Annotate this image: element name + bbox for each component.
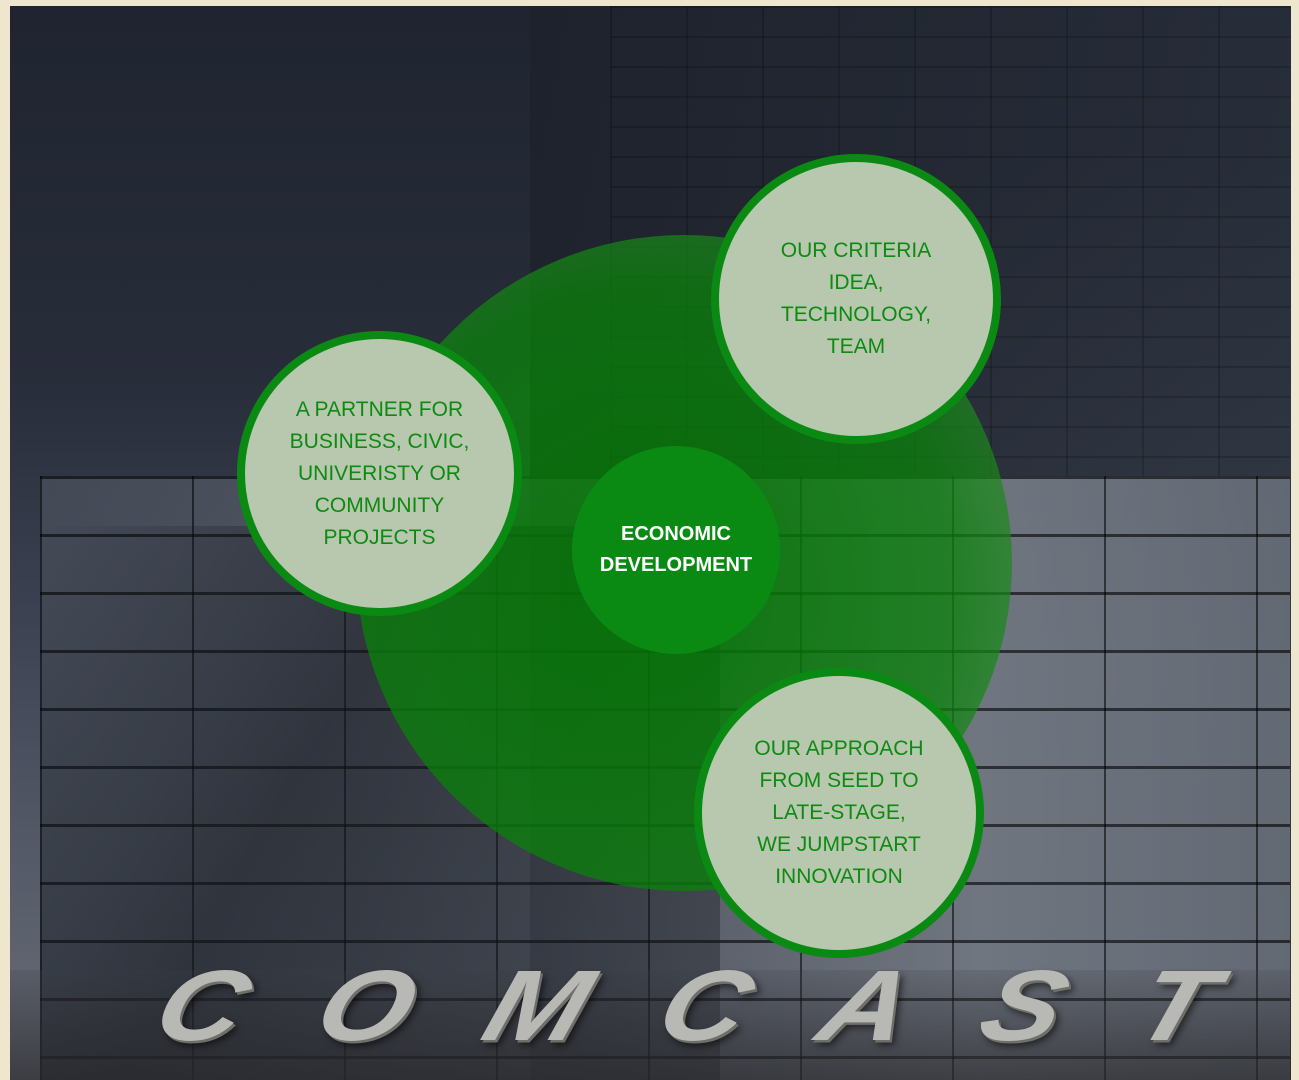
sign-letter: C	[141, 949, 272, 1063]
bubble-line: LATE-STAGE,	[772, 801, 906, 824]
sign-letter: C	[644, 949, 775, 1063]
criteria-bubble: OUR CRITERIA IDEA, TECHNOLOGY, TEAM	[711, 154, 1001, 444]
sign-base	[10, 970, 1291, 1080]
bubble-line: A PARTNER FOR	[295, 397, 464, 421]
bubble-line: INNOVATION	[775, 865, 903, 888]
bubble-line: BUSINESS, CIVIC,	[289, 429, 470, 453]
bubble-line: OUR CRITERIA	[780, 239, 932, 262]
bubble-line: UNIVERISTY OR	[298, 461, 461, 485]
center-node: ECONOMIC DEVELOPMENT	[572, 446, 780, 654]
bubble-line: FROM SEED TO	[759, 769, 919, 792]
partner-bubble: A PARTNER FOR BUSINESS, CIVIC, UNIVERIST…	[237, 331, 522, 616]
approach-bubble: OUR APPROACH FROM SEED TO LATE-STAGE, WE…	[694, 668, 984, 958]
sign-letter: O	[302, 949, 440, 1063]
bubble-line: TEAM	[826, 335, 886, 358]
bubble-line: COMMUNITY	[314, 493, 445, 517]
bubble-line: PROJECTS	[323, 525, 436, 549]
bubble-line: IDEA,	[828, 271, 884, 294]
bubble-line: TECHNOLOGY,	[780, 303, 932, 326]
sign-letter: A	[805, 949, 936, 1063]
sign-letter: S	[967, 949, 1091, 1063]
comcast-sign: C O M C A S T	[142, 950, 1238, 1074]
sign-letter: M	[470, 949, 614, 1063]
center-label-line: ECONOMIC	[621, 523, 731, 545]
center-label-line: DEVELOPMENT	[599, 554, 753, 576]
bubble-line: OUR APPROACH	[754, 737, 924, 760]
bubble-line: WE JUMPSTART	[757, 833, 921, 856]
